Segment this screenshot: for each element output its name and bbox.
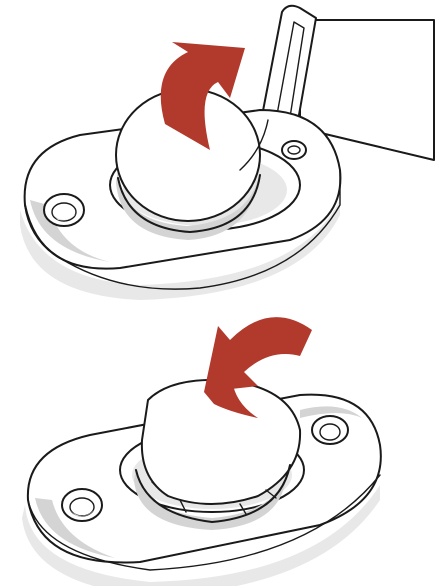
screw-hole-left xyxy=(62,489,102,521)
step-remove-cap-illustration xyxy=(0,0,436,300)
screw-hole-left xyxy=(44,194,84,226)
screw-hole-right xyxy=(312,416,348,444)
step-attach-cap-illustration xyxy=(0,300,436,586)
pin-right xyxy=(282,141,306,159)
